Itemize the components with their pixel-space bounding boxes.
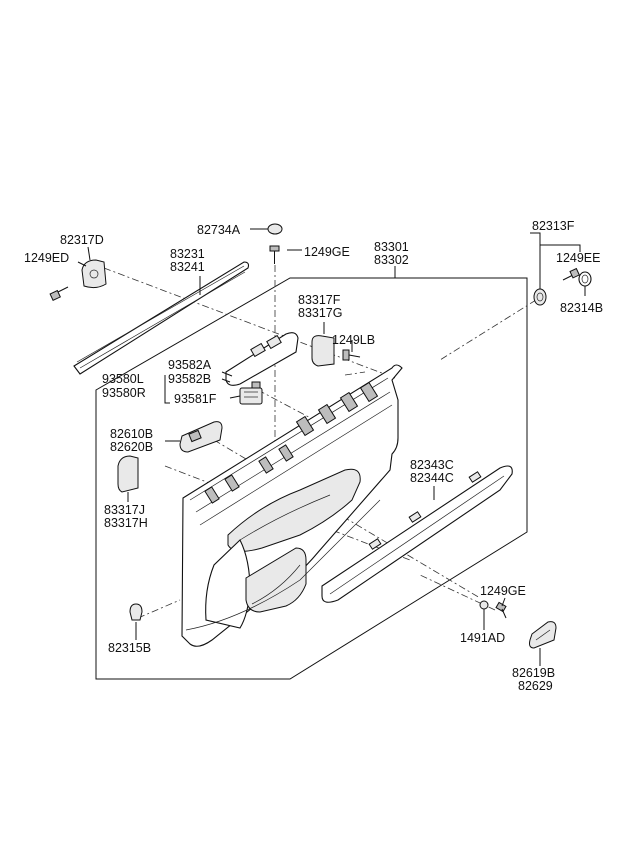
label-93582B: 93582B (168, 372, 211, 386)
label-1249ED: 1249ED (24, 251, 69, 265)
label-82315B: 82315B (108, 641, 151, 655)
grommet (267, 223, 283, 235)
label-82343C: 82343C (410, 458, 454, 472)
label-82619B: 82619B (512, 666, 555, 680)
label-93581F: 93581F (174, 392, 217, 406)
screw-1249GE-bottom (495, 601, 507, 619)
cover-lower (117, 455, 139, 493)
screw-1249EE (562, 267, 580, 281)
label-1249GE-top: 1249GE (304, 245, 350, 259)
window-switch-bezel (225, 332, 299, 386)
label-83317G: 83317G (298, 306, 342, 320)
plug-82313F (533, 288, 547, 306)
leader-lines (77, 228, 586, 666)
label-83301: 83301 (374, 240, 409, 254)
label-83241: 83241 (170, 260, 205, 274)
clip-1491AD (479, 600, 489, 615)
label-82317D: 82317D (60, 233, 104, 247)
label-1491AD: 1491AD (460, 631, 505, 645)
window-switch (239, 381, 263, 405)
label-1249LB: 1249LB (332, 333, 375, 347)
door-trim-panel (181, 364, 403, 647)
belt-weatherstrip (73, 261, 250, 375)
label-83317H: 83317H (104, 516, 148, 530)
label-93580R: 93580R (102, 386, 146, 400)
label-82313F: 82313F (532, 219, 575, 233)
label-83317F: 83317F (298, 293, 341, 307)
armrest-garnish (321, 465, 513, 603)
screw-1249GE-top (269, 245, 280, 264)
label-82610B: 82610B (110, 427, 153, 441)
label-82344C: 82344C (410, 471, 454, 485)
label-83231: 83231 (170, 247, 205, 261)
screw-1249LB (342, 349, 361, 361)
ring-82314B (578, 271, 592, 287)
label-82314B: 82314B (560, 301, 603, 315)
screw-1249ED (49, 286, 69, 301)
label-1249GE-bottom: 1249GE (480, 584, 526, 598)
clip-82315B (129, 603, 143, 621)
cover-upper (311, 335, 335, 367)
label-1249EE: 1249EE (556, 251, 600, 265)
label-82629: 82629 (518, 679, 553, 693)
pocket-82619B (529, 621, 557, 649)
inside-handle (179, 421, 223, 453)
part-labels: 82734A 1249GE 83301 83302 82313F 1249EE … (24, 219, 603, 693)
label-83317J: 83317J (104, 503, 145, 517)
assembly-outline (95, 277, 528, 680)
rail-slots (204, 381, 379, 504)
label-93582A: 93582A (168, 358, 212, 372)
bracket-82317D (81, 259, 107, 289)
label-82734A: 82734A (197, 223, 241, 237)
label-93580L: 93580L (102, 372, 144, 386)
label-82620B: 82620B (110, 440, 153, 454)
label-83302: 83302 (374, 253, 409, 267)
